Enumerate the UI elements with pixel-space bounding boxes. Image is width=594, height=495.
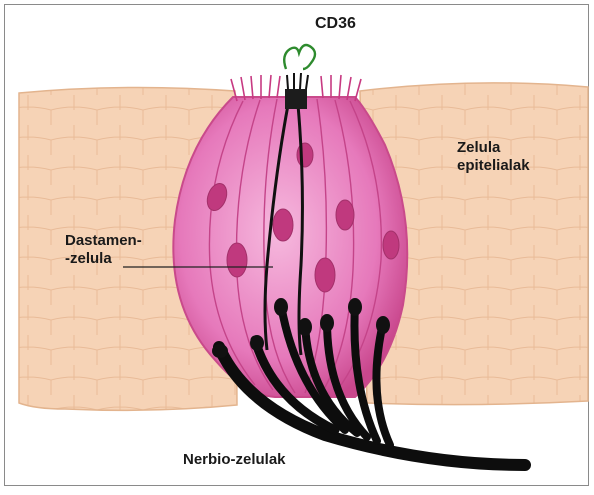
nerve-cells-label: Nerbio-zelulak — [183, 451, 286, 469]
epithelial-cells-label: Zelula epitelialak — [457, 139, 530, 175]
cd36-label: CD36 — [315, 15, 356, 33]
epithelial-label-line2: epitelialak — [457, 157, 530, 175]
figure-frame: CD36 Zelula epitelialak Dastamen- -zelul… — [4, 4, 589, 486]
cd36-receptor — [284, 45, 315, 69]
gustatory-cell-label: Dastamen- -zelula — [65, 232, 142, 268]
gustatory-label-line2: -zelula — [65, 250, 142, 268]
epithelial-label-line1: Zelula — [457, 139, 530, 157]
gustatory-label-line1: Dastamen- — [65, 232, 142, 250]
